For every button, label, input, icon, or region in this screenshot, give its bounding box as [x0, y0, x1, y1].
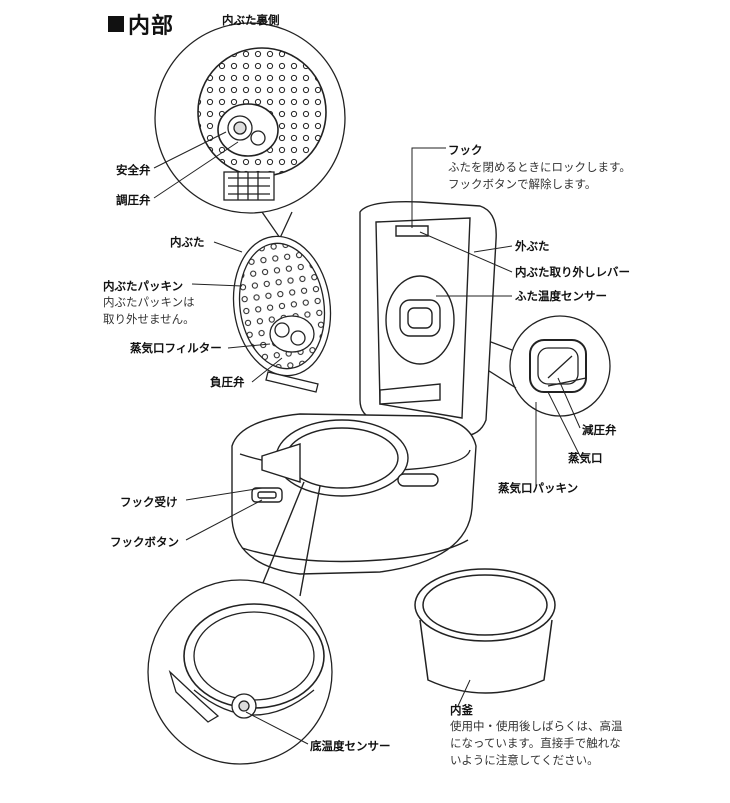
hook-receiver-label: フック受け — [120, 495, 178, 509]
safety-valve-label: 安全弁 — [116, 163, 151, 177]
lid-back-label: 内ぶた裏側 — [222, 13, 280, 27]
inner-pot-drawing — [414, 568, 556, 694]
steam-filter-label: 蒸気口フィルター — [130, 341, 222, 355]
section-heading: 内部 — [108, 8, 174, 40]
steam-port-label: 蒸気口 — [568, 451, 603, 465]
bottom-sensor-magnifier — [147, 579, 333, 765]
section-title: 内部 — [128, 14, 175, 39]
lid-back-magnifier — [154, 22, 346, 240]
inner-pot-label: 内釜 — [450, 703, 473, 717]
hook-button-label: フックボタン — [110, 535, 179, 549]
inner-lid-drawing — [232, 235, 332, 393]
leader-lines — [153, 131, 581, 745]
inner-pot-note-1: 使用中・使用後しばらくは、高温 — [450, 719, 623, 733]
steam-port-magnifier — [437, 315, 611, 417]
heading-square-icon — [108, 16, 124, 32]
inner-pot-note-3: いように注意してください。 — [450, 753, 599, 767]
outer-lid-label: 外ぶた — [515, 239, 550, 253]
negative-valve-label: 負圧弁 — [210, 375, 245, 389]
decompress-valve-label: 減圧弁 — [582, 423, 617, 437]
steam-port-packing-label: 蒸気口パッキン — [498, 481, 579, 495]
cooker-body — [231, 201, 497, 601]
release-lever-label: 内ぶた取り外しレバー — [515, 265, 630, 279]
bottom-temp-sensor-label: 底温度センサー — [310, 739, 391, 753]
pressure-valve-label: 調圧弁 — [116, 193, 151, 207]
inner-lid-label: 内ぶた — [170, 235, 205, 249]
inner-lid-packing-note-2: 取り外せません。 — [103, 312, 195, 326]
inner-pot-note-2: になっています。直接手で触れな — [450, 736, 621, 750]
hook-note-2: フックボタンで解除します。 — [448, 177, 597, 191]
hook-label: フック — [448, 143, 483, 157]
hook-note-1: ふたを閉めるときにロックします。 — [448, 160, 631, 174]
lid-temp-sensor-label: ふた温度センサー — [515, 289, 607, 303]
inner-lid-packing-label: 内ぶたパッキン — [103, 279, 184, 293]
inner-lid-packing-note-1: 内ぶたパッキンは — [103, 295, 195, 309]
